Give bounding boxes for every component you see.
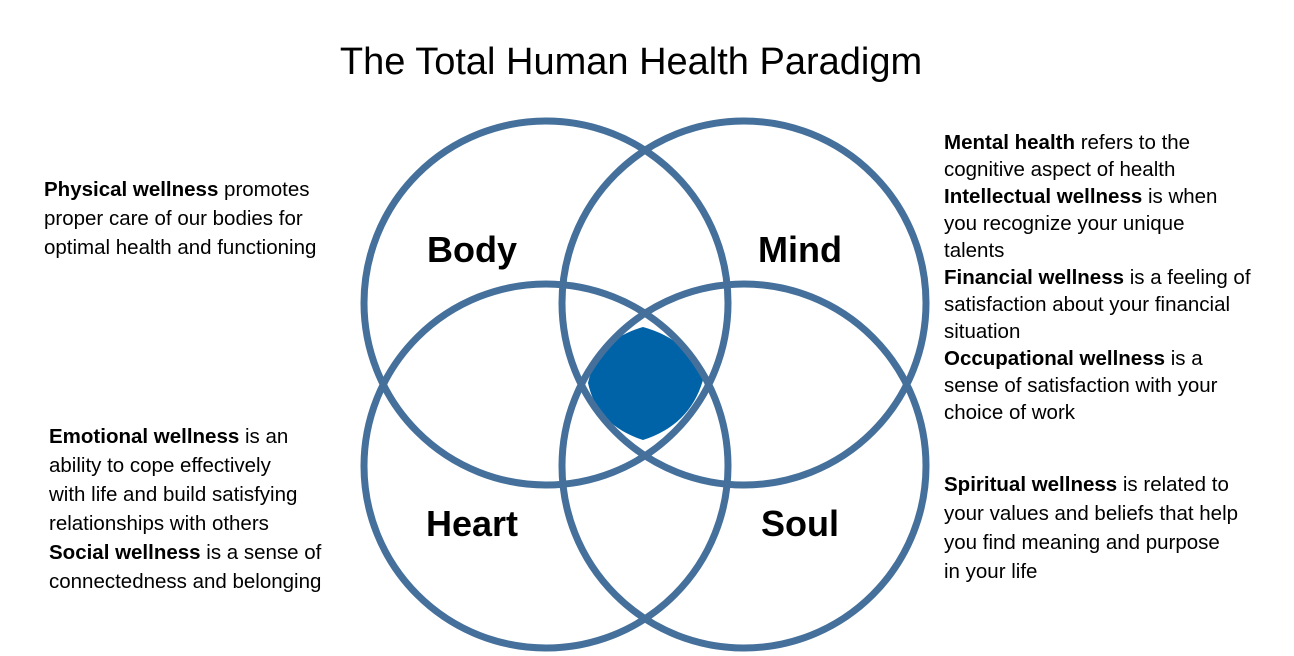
social-wellness-description: Social wellness is a sense of connectedn… [49,538,321,596]
physical-wellness-term: Physical wellness [44,178,219,201]
intellectual-line: talents [944,239,1005,262]
spiritual-line: your values and beliefs that help [944,502,1239,525]
circle-heart [360,280,732,652]
circle-soul [558,280,930,652]
social-line: is a sense of [200,541,322,564]
intellectual-line: is when [1142,185,1218,208]
social-wellness-term: Social wellness [49,541,201,564]
mental-line: refers to the [1075,131,1191,154]
spiritual-line: in your life [944,560,1038,583]
intellectual-wellness-term: Intellectual wellness [944,185,1143,208]
occupational-wellness-description: Occupational wellness is a sense of sati… [944,345,1251,426]
mental-health-term: Mental health [944,131,1075,154]
intellectual-line: you recognize your unique [944,212,1185,235]
financial-line: satisfaction about your financial [944,293,1231,316]
emotional-wellness-description: Emotional wellness is an ability to cope… [49,422,321,538]
circle-mind [558,117,930,489]
circle-body [360,117,732,489]
emotional-line: with life and build satisfying [49,483,298,506]
emotional-line: relationships with others [49,512,269,535]
mental-health-description: Mental health refers to the cognitive as… [944,129,1251,183]
spiritual-wellness-description: Spiritual wellness is related to your va… [944,470,1238,586]
emotional-wellness-term: Emotional wellness [49,425,240,448]
financial-line: situation [944,320,1021,343]
mind-descriptions: Mental health refers to the cognitive as… [944,129,1251,426]
physical-line: promotes [218,178,310,201]
financial-wellness-description: Financial wellness is a feeling of satis… [944,264,1251,345]
spiritual-wellness-term: Spiritual wellness [944,473,1118,496]
physical-line: optimal health and functioning [44,236,317,259]
physical-wellness-description: Physical wellness promotes proper care o… [44,175,316,262]
occupational-wellness-term: Occupational wellness [944,347,1166,370]
financial-line: is a feeling of [1124,266,1251,289]
spiritual-line: is related to [1117,473,1229,496]
center-overlap-region [588,327,703,440]
heart-descriptions: Emotional wellness is an ability to cope… [49,422,321,596]
emotional-line: is an [239,425,289,448]
emotional-line: ability to cope effectively [49,454,271,477]
physical-line: proper care of our bodies for [44,207,303,230]
occupational-line: choice of work [944,401,1076,424]
intellectual-wellness-description: Intellectual wellness is when you recogn… [944,183,1251,264]
occupational-line: sense of satisfaction with your [944,374,1218,397]
circle-label-soul: Soul [761,503,839,544]
circle-label-body: Body [427,229,517,270]
social-line: connectedness and belonging [49,570,322,593]
diagram-title: The Total Human Health Paradigm [339,41,923,83]
occupational-line: is a [1165,347,1203,370]
mental-line: cognitive aspect of health [944,158,1176,181]
spiritual-line: you find meaning and purpose [944,531,1220,554]
circle-label-heart: Heart [426,503,518,544]
financial-wellness-term: Financial wellness [944,266,1125,289]
circle-label-mind: Mind [758,229,842,270]
